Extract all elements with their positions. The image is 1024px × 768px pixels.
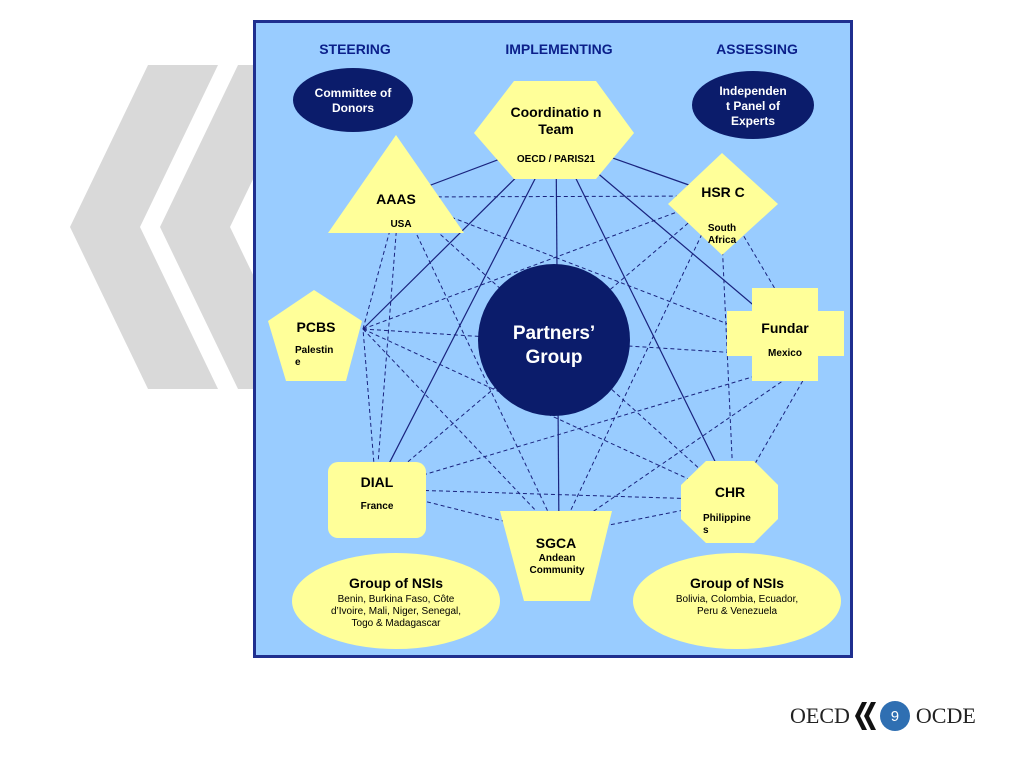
chr-name: CHR bbox=[714, 484, 746, 500]
aaas-triangle bbox=[328, 135, 464, 233]
nsi-right-name: Group of NSIs bbox=[689, 575, 785, 591]
chr-sub: Philippine s bbox=[703, 513, 751, 536]
panel-oval bbox=[692, 71, 814, 139]
nsi-right-sub: Bolivia, Colombia, Ecuador, Peru & Venez… bbox=[675, 594, 799, 617]
chr-octagon bbox=[681, 461, 778, 543]
diagram-connections bbox=[268, 68, 844, 649]
fundar-name: Fundar bbox=[761, 320, 809, 336]
sgca-name: SGCA bbox=[535, 535, 577, 551]
assessing-header: ASSESSING bbox=[716, 41, 798, 57]
steering-header: STEERING bbox=[319, 41, 391, 57]
pcbs-name: PCBS bbox=[296, 319, 336, 335]
nsi-right-ellipse bbox=[633, 553, 841, 649]
nsi-left-sub: Benin, Burkina Faso, Côte d’Ivoire, Mali… bbox=[330, 594, 462, 629]
sgca-sub: Andean Community bbox=[529, 553, 585, 576]
partners-group-label: Partners’ Group bbox=[512, 323, 596, 368]
sgca-trapezoid bbox=[500, 511, 612, 601]
implementing-header: IMPLEMENTING bbox=[505, 41, 613, 57]
fundar-cross bbox=[727, 288, 844, 381]
pcbs-pentagon bbox=[268, 290, 362, 381]
coordination-sub: OECD / PARIS21 bbox=[516, 154, 596, 165]
dial-name: DIAL bbox=[360, 474, 394, 490]
coordination-hexagon bbox=[474, 81, 634, 179]
coordination-name: Coordinatio n Team bbox=[510, 104, 602, 137]
footer-right-text: OCDE bbox=[915, 703, 976, 728]
panel-label: Independen t Panel of Experts bbox=[719, 84, 787, 128]
dial-sub: France bbox=[360, 501, 394, 512]
nsi-left-ellipse bbox=[292, 553, 500, 649]
diagram-panel: STEERING IMPLEMENTING ASSESSING Committe… bbox=[253, 20, 853, 658]
aaas-name: AAAS bbox=[376, 191, 416, 207]
hsrc-diamond bbox=[668, 153, 778, 255]
nsi-left-name: Group of NSIs bbox=[348, 575, 444, 591]
page-number: 9 bbox=[879, 701, 910, 731]
committee-label: Committee of Donors bbox=[314, 86, 392, 115]
committee-oval bbox=[293, 68, 413, 132]
aaas-sub: USA bbox=[390, 219, 412, 230]
footer-left-text: OECD bbox=[790, 703, 850, 728]
pcbs-sub: Palestin e bbox=[295, 345, 334, 368]
partners-group-circle bbox=[478, 264, 630, 416]
oecd-chevron-icon bbox=[854, 702, 876, 730]
dial-box bbox=[328, 462, 426, 538]
fundar-sub: Mexico bbox=[768, 348, 802, 359]
hsrc-sub: South Africa bbox=[707, 223, 737, 246]
background-chevron-icon bbox=[70, 65, 308, 389]
hsrc-name: HSR C bbox=[701, 184, 745, 200]
oecd-footer: OECD 9 OCDE bbox=[790, 700, 976, 732]
